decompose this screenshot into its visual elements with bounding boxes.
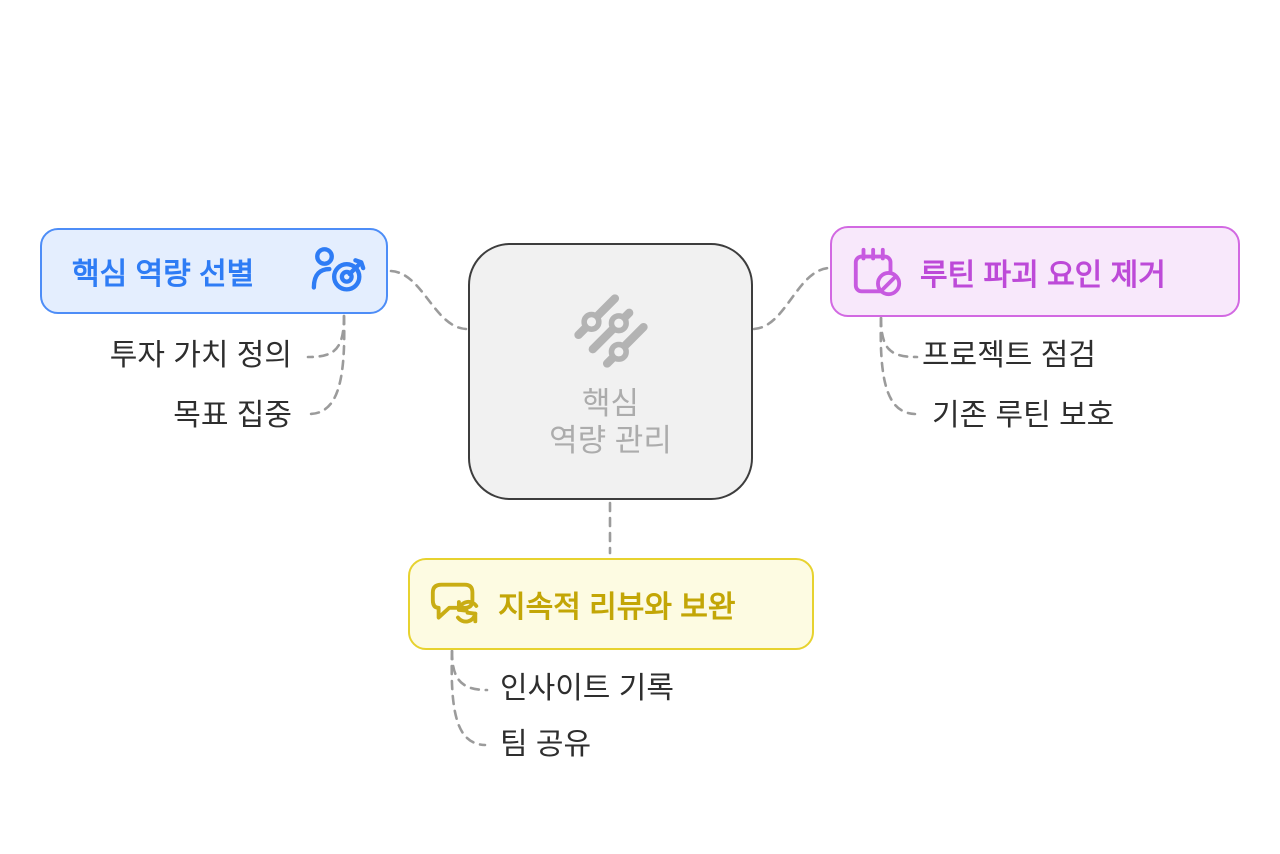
center-label-line2: 역량 관리	[549, 422, 672, 458]
leaf-item-invest-value: 투자 가치 정의	[109, 339, 292, 372]
connector-yellow-item1	[450, 649, 489, 692]
connector-blue-to-center	[389, 269, 468, 331]
branch-label-core-selection: 핵심 역량 선별	[72, 258, 255, 291]
connector-purple-item1	[879, 316, 919, 359]
branch-node-core-selection: 핵심 역량 선별	[40, 228, 388, 314]
center-node: 핵심 역량 관리	[468, 243, 753, 500]
center-node-label: 핵심 역량 관리	[549, 385, 672, 459]
branch-label-continuous-review: 지속적 리뷰와 보완	[498, 591, 736, 624]
leaf-item-protect-routine: 기존 루틴 보호	[932, 399, 1115, 432]
diagonal-sliders-icon	[573, 293, 648, 368]
connector-blue-item1	[306, 314, 346, 359]
connector-purple-item2	[879, 316, 917, 416]
leaf-item-team-share: 팀 공유	[500, 728, 592, 761]
connector-center-to-purple	[752, 266, 831, 331]
chat-refresh-icon	[430, 582, 479, 624]
notepad-ban-icon	[853, 247, 902, 296]
person-target-icon	[311, 247, 366, 292]
branch-node-continuous-review: 지속적 리뷰와 보완	[408, 558, 814, 650]
leaf-item-project-check: 프로젝트 점검	[922, 339, 1096, 372]
center-label-line1: 핵심	[581, 385, 640, 421]
branch-node-routine-breakers: 루틴 파괴 요인 제거	[830, 226, 1240, 317]
branch-label-routine-breakers: 루틴 파괴 요인 제거	[920, 258, 1166, 292]
connector-blue-item2	[308, 314, 346, 416]
connector-yellow-item2	[450, 649, 487, 747]
leaf-item-insight-record: 인사이트 기록	[500, 672, 674, 705]
leaf-item-goal-focus: 목표 집중	[173, 399, 292, 432]
